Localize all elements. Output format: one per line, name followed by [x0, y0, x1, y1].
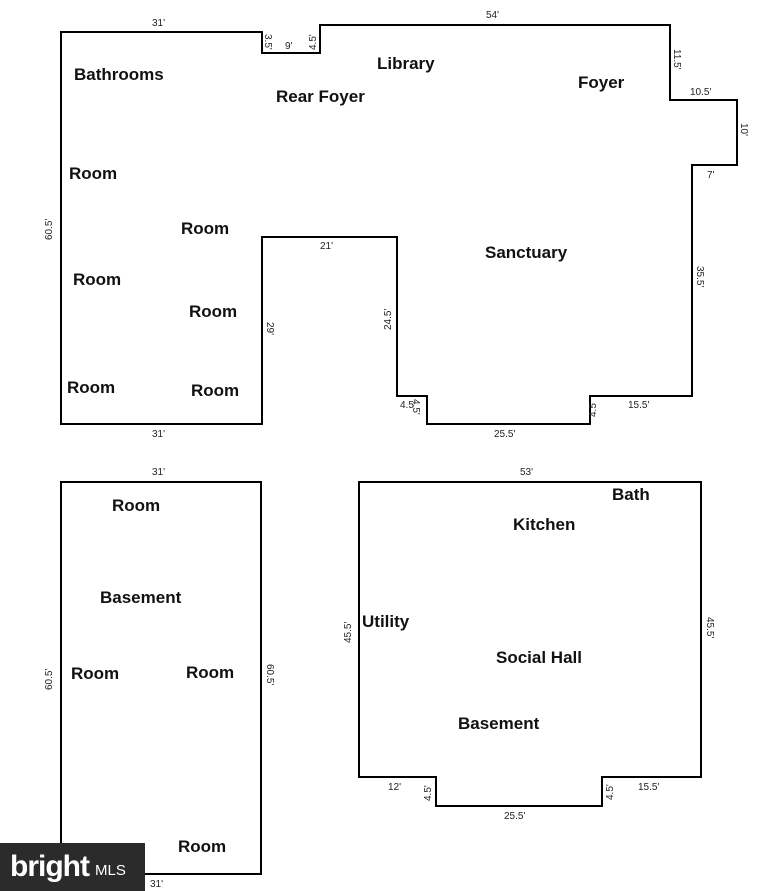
dimension-label: 54'	[486, 10, 499, 21]
room-label-room: Room	[71, 664, 119, 683]
basement-left-plan: Room Basement Room Room Room 31' 60.5' 6…	[44, 467, 275, 890]
room-label-room: Room	[178, 837, 226, 856]
room-label-room: Room	[67, 378, 115, 397]
dimension-label: 31'	[150, 879, 163, 890]
room-label-library: Library	[377, 54, 435, 73]
lower-right-plan: Bath Kitchen Utility Social Hall Basemen…	[343, 467, 715, 822]
room-label-room: Room	[191, 381, 239, 400]
dimension-label: 4.5'	[410, 399, 421, 415]
room-label-room: Room	[186, 663, 234, 682]
room-label-room: Room	[189, 302, 237, 321]
dimension-label: 4.5'	[400, 400, 416, 411]
room-label-room: Room	[181, 219, 229, 238]
room-label-kitchen: Kitchen	[513, 515, 575, 534]
dimension-label: 11.5'	[671, 49, 682, 70]
dimension-label: 29'	[264, 322, 275, 335]
dimension-label: 4.5'	[605, 784, 616, 800]
dimension-label: 15.5'	[628, 400, 649, 411]
room-label-room: Room	[112, 496, 160, 515]
dimension-label: 4.5'	[423, 785, 434, 801]
dimension-label: 45.5'	[343, 622, 354, 643]
room-label-room: Room	[69, 164, 117, 183]
main-floor-outline	[60, 24, 738, 425]
dimension-label: 45.5'	[704, 617, 715, 638]
dimension-label: 9'	[285, 41, 293, 52]
dimension-label: 10.5'	[690, 87, 711, 98]
room-label-basement: Basement	[100, 588, 182, 607]
dimension-label: 10'	[738, 123, 749, 136]
dimension-label: 60.5'	[264, 664, 275, 685]
bright-mls-logo: bright MLS	[0, 843, 145, 891]
room-label-bath: Bath	[612, 485, 650, 504]
dimension-label: 53'	[520, 467, 533, 478]
dimension-label: 4.5'	[308, 34, 319, 50]
dimension-label: 60.5'	[44, 219, 55, 240]
dimension-label: 24.5'	[383, 309, 394, 330]
logo-brand-text: bright	[10, 850, 90, 883]
room-label-rear-foyer: Rear Foyer	[276, 87, 365, 106]
logo-suffix-text: MLS	[94, 861, 126, 879]
room-label-basement: Basement	[458, 714, 540, 733]
dimension-label: 35.5'	[694, 266, 705, 287]
room-label-social-hall: Social Hall	[496, 648, 582, 667]
room-label-utility: Utility	[362, 612, 410, 631]
dimension-label: 3.5'	[262, 34, 273, 50]
room-label-bathrooms: Bathrooms	[74, 65, 164, 84]
room-label-sanctuary: Sanctuary	[485, 243, 568, 262]
lower-right-outline	[358, 481, 702, 807]
dimension-label: 12'	[388, 782, 401, 793]
main-floor-plan: Bathrooms Library Rear Foyer Foyer Room …	[44, 10, 749, 440]
dimension-label: 25.5'	[494, 429, 515, 440]
basement-left-outline	[60, 481, 262, 875]
room-label-room: Room	[73, 270, 121, 289]
dimension-label: 15.5'	[638, 782, 659, 793]
dimension-label: 31'	[152, 429, 165, 440]
dimension-label: 21'	[320, 241, 333, 252]
room-label-foyer: Foyer	[578, 73, 625, 92]
dimension-label: 4.5'	[588, 401, 599, 417]
dimension-label: 31'	[152, 467, 165, 478]
dimension-label: 31'	[152, 18, 165, 29]
dimension-label: 25.5'	[504, 811, 525, 822]
dimension-label: 7'	[707, 170, 715, 181]
dimension-label: 60.5'	[44, 669, 55, 690]
